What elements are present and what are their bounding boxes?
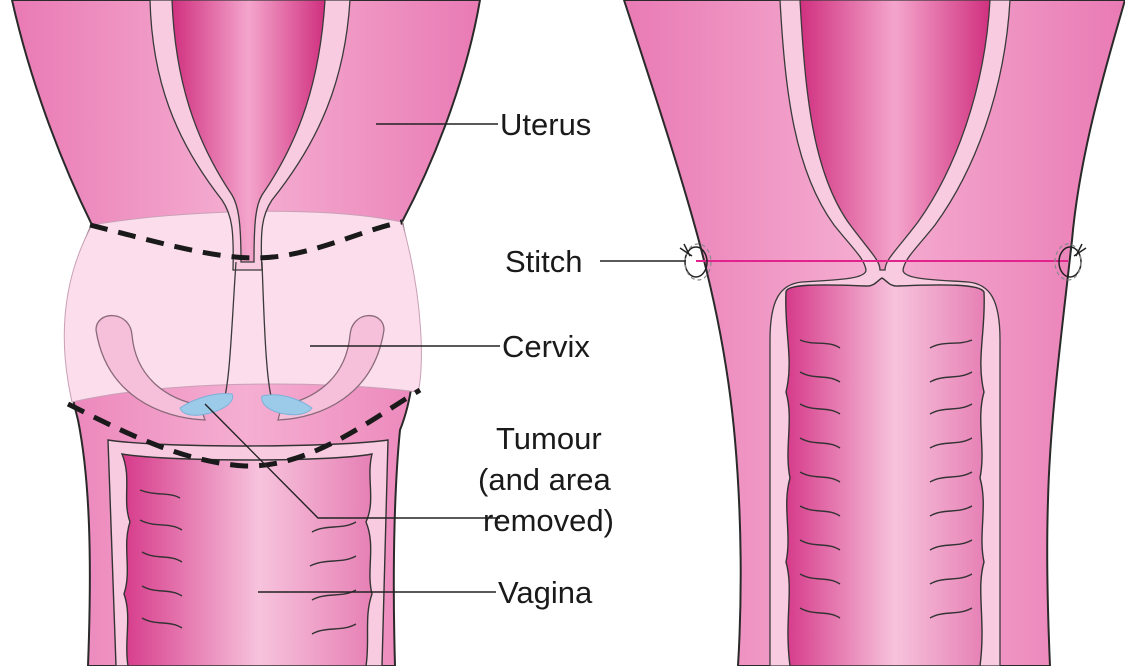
- label-tumour-line3: removed): [483, 503, 614, 538]
- label-uterus: Uterus: [500, 107, 591, 142]
- label-tumour-line2: (and area: [478, 462, 611, 497]
- left-panel: [12, 0, 480, 666]
- left-vagina-lumen: [122, 454, 372, 666]
- right-vagina-lumen: [786, 278, 985, 666]
- label-vagina: Vagina: [498, 575, 593, 610]
- right-panel: [624, 0, 1125, 666]
- label-tumour-line1: Tumour: [496, 421, 602, 456]
- label-cervix: Cervix: [502, 329, 590, 364]
- label-stitch: Stitch: [505, 244, 583, 279]
